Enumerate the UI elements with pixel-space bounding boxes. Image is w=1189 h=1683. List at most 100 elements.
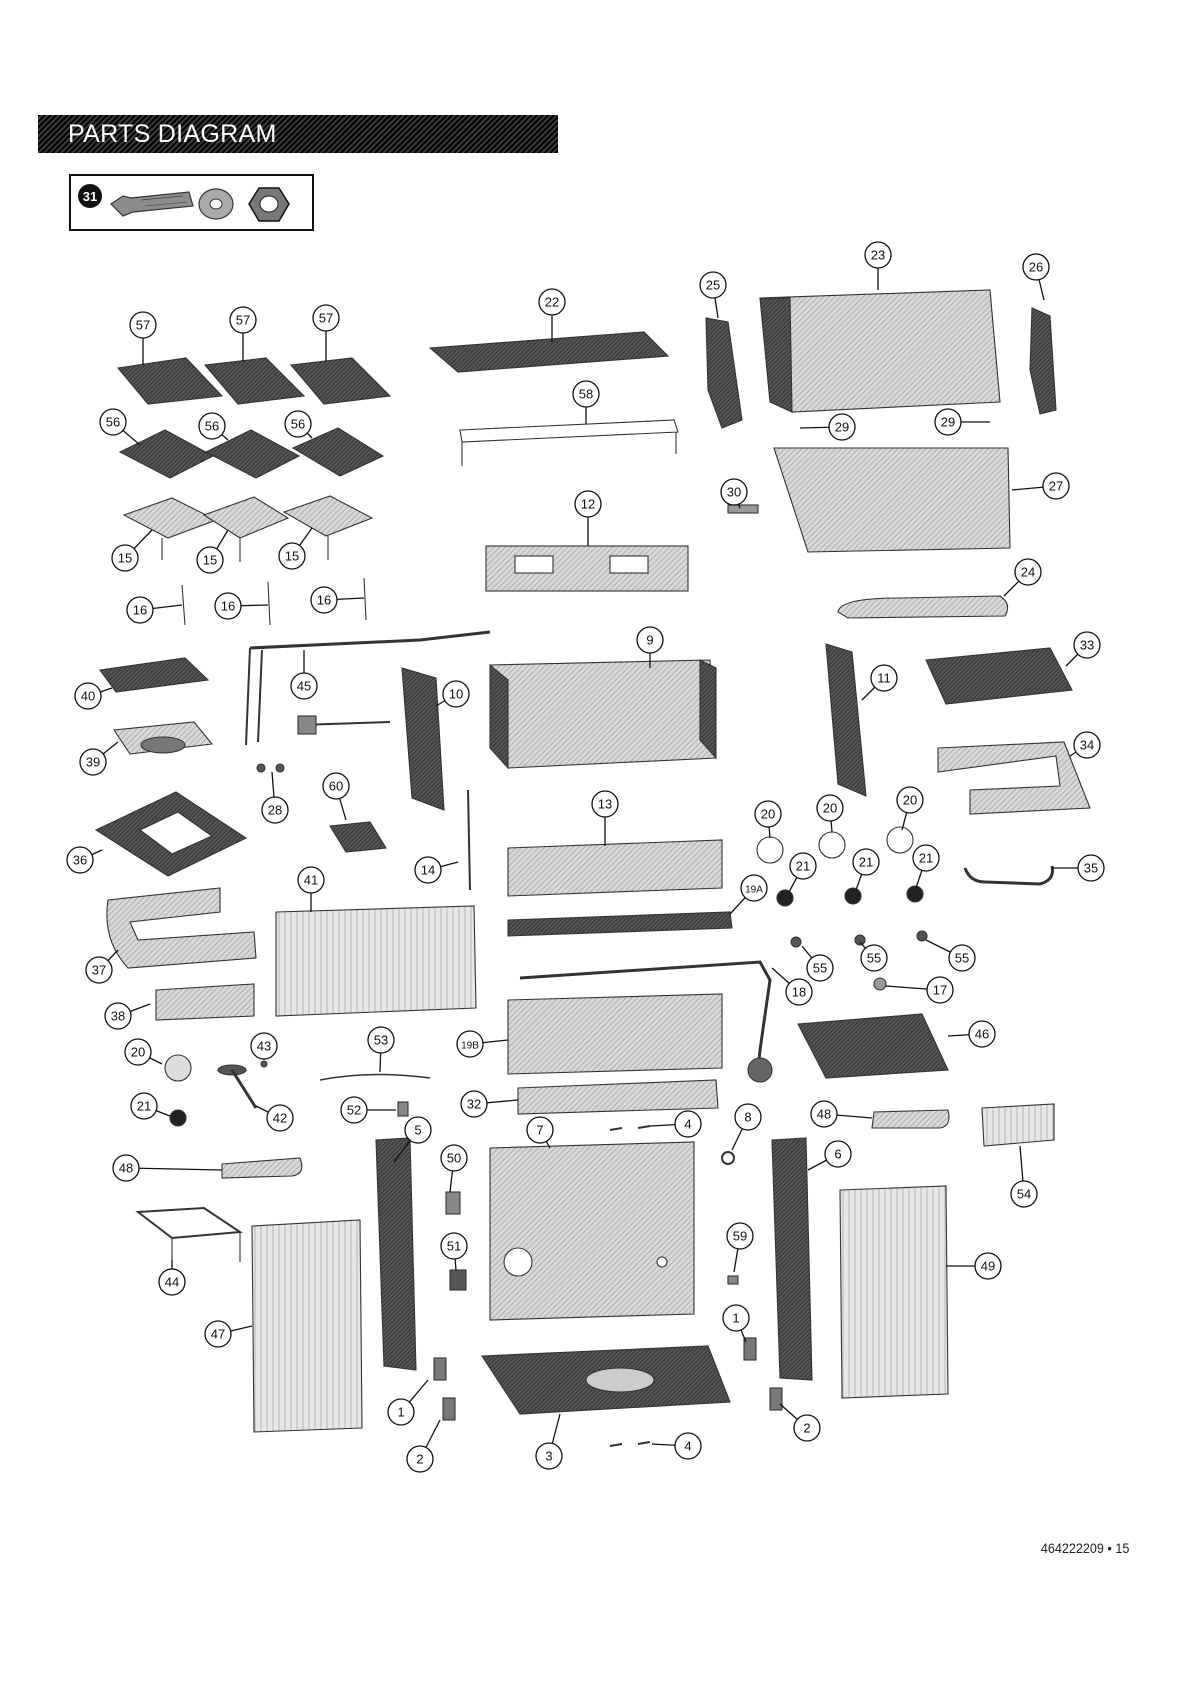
- side-knob-ring: [165, 1055, 191, 1081]
- callout-21: 21: [789, 853, 816, 892]
- callout-label: 57: [319, 311, 333, 326]
- burner-2: [204, 497, 288, 538]
- callout-label: 26: [1029, 260, 1043, 275]
- callout-4: 4: [650, 1111, 701, 1137]
- callout-label: 19B: [461, 1041, 479, 1052]
- callout-label: 15: [203, 553, 217, 568]
- callout-55: 55: [802, 946, 833, 981]
- door-frame: [518, 1080, 718, 1114]
- callout-33: 33: [1066, 632, 1100, 666]
- right-door: [840, 1186, 948, 1398]
- gas-manifold: [250, 632, 490, 648]
- callout-label: 53: [374, 1033, 388, 1048]
- callout-label: 4: [684, 1439, 691, 1454]
- callout-label: 6: [834, 1147, 841, 1162]
- burner-1: [124, 498, 216, 538]
- hinge: [728, 505, 758, 513]
- callout-21: 21: [853, 849, 879, 890]
- callout-label: 32: [467, 1097, 481, 1112]
- callout-label: 55: [813, 961, 827, 976]
- callout-label: 15: [285, 549, 299, 564]
- callout-label: 56: [205, 419, 219, 434]
- callout-label: 2: [416, 1452, 423, 1467]
- callout-label: 48: [817, 1107, 831, 1122]
- callout-label: 24: [1021, 565, 1035, 580]
- callout-label: 1: [397, 1405, 404, 1420]
- callout-48: 48: [113, 1155, 222, 1181]
- callout-16: 16: [127, 597, 182, 623]
- callout-label: 35: [1084, 861, 1098, 876]
- door-handle: [965, 866, 1053, 884]
- callout-label: 20: [761, 807, 775, 822]
- cooking-grate-3: [291, 358, 390, 404]
- callout-20: 20: [817, 795, 843, 832]
- callout-label: 21: [919, 851, 933, 866]
- callout-label: 21: [137, 1099, 151, 1114]
- callout-label: 43: [257, 1039, 271, 1054]
- callout-label: 36: [73, 853, 87, 868]
- callout-label: 41: [304, 873, 318, 888]
- callout-55: 55: [860, 942, 887, 971]
- callout-label: 33: [1080, 638, 1094, 653]
- callout-label: 54: [1017, 1187, 1031, 1202]
- callout-label: 27: [1049, 479, 1063, 494]
- callout-label: 16: [133, 603, 147, 618]
- shelf-cover: [156, 984, 254, 1020]
- callout-36: 36: [67, 847, 102, 873]
- callout-17: 17: [886, 977, 953, 1003]
- side-burner-tray: [798, 1014, 948, 1078]
- component-shapes: [96, 290, 1090, 1446]
- callout-54: 54: [1011, 1146, 1037, 1207]
- callout-label: 14: [421, 863, 435, 878]
- callout-46: 46: [948, 1021, 995, 1047]
- callout-11: 11: [862, 665, 897, 700]
- callout-label: 20: [131, 1045, 145, 1060]
- callout-label: 51: [447, 1239, 461, 1254]
- callout-label: 47: [211, 1327, 225, 1342]
- callout-label: 16: [317, 593, 331, 608]
- side-burner-grate: [100, 658, 208, 692]
- callout-label: 56: [291, 417, 305, 432]
- back-panel: [276, 906, 476, 1016]
- callout-label: 1: [732, 1311, 739, 1326]
- callout-57: 57: [313, 305, 339, 362]
- callout-label: 20: [903, 793, 917, 808]
- callout-15: 15: [112, 530, 152, 571]
- callout-47: 47: [205, 1321, 252, 1347]
- callout-label: 10: [449, 687, 463, 702]
- callout-label: 11: [877, 671, 891, 686]
- support-rack: [460, 420, 678, 442]
- callout-39: 39: [80, 742, 118, 775]
- callout-26: 26: [1023, 254, 1049, 300]
- callout-label: 46: [975, 1027, 989, 1042]
- callout-label: 50: [447, 1151, 461, 1166]
- callout-16: 16: [215, 593, 268, 619]
- callout-label: 56: [106, 415, 120, 430]
- callout-label: 5: [414, 1123, 421, 1138]
- callout-57: 57: [230, 307, 256, 362]
- knob-2: [845, 888, 861, 904]
- callout-60: 60: [323, 773, 349, 820]
- heat-plate-3: [293, 428, 383, 476]
- side-shelf-trim: [107, 888, 256, 968]
- callout-label: 45: [297, 679, 311, 694]
- callout-15: 15: [279, 528, 312, 569]
- callout-label: 9: [646, 633, 653, 648]
- callout-label: 3: [545, 1449, 552, 1464]
- left-end-cap: [706, 318, 742, 428]
- callout-38: 38: [105, 1003, 150, 1029]
- callout-label: 21: [859, 855, 873, 870]
- callout-56: 56: [285, 411, 312, 438]
- callout-51: 51: [441, 1233, 467, 1270]
- callout-label: 37: [92, 963, 106, 978]
- shelf-trim: [938, 742, 1090, 814]
- rod: [468, 790, 470, 890]
- grease-cup: [330, 822, 386, 852]
- storage-basket: [982, 1104, 1054, 1146]
- callout-label: 49: [981, 1259, 995, 1274]
- callout-1: 1: [723, 1305, 749, 1342]
- callout-2: 2: [407, 1420, 440, 1472]
- callout-18: 18: [772, 968, 812, 1005]
- callout-label: 15: [118, 551, 132, 566]
- left-side-panel: [402, 668, 444, 810]
